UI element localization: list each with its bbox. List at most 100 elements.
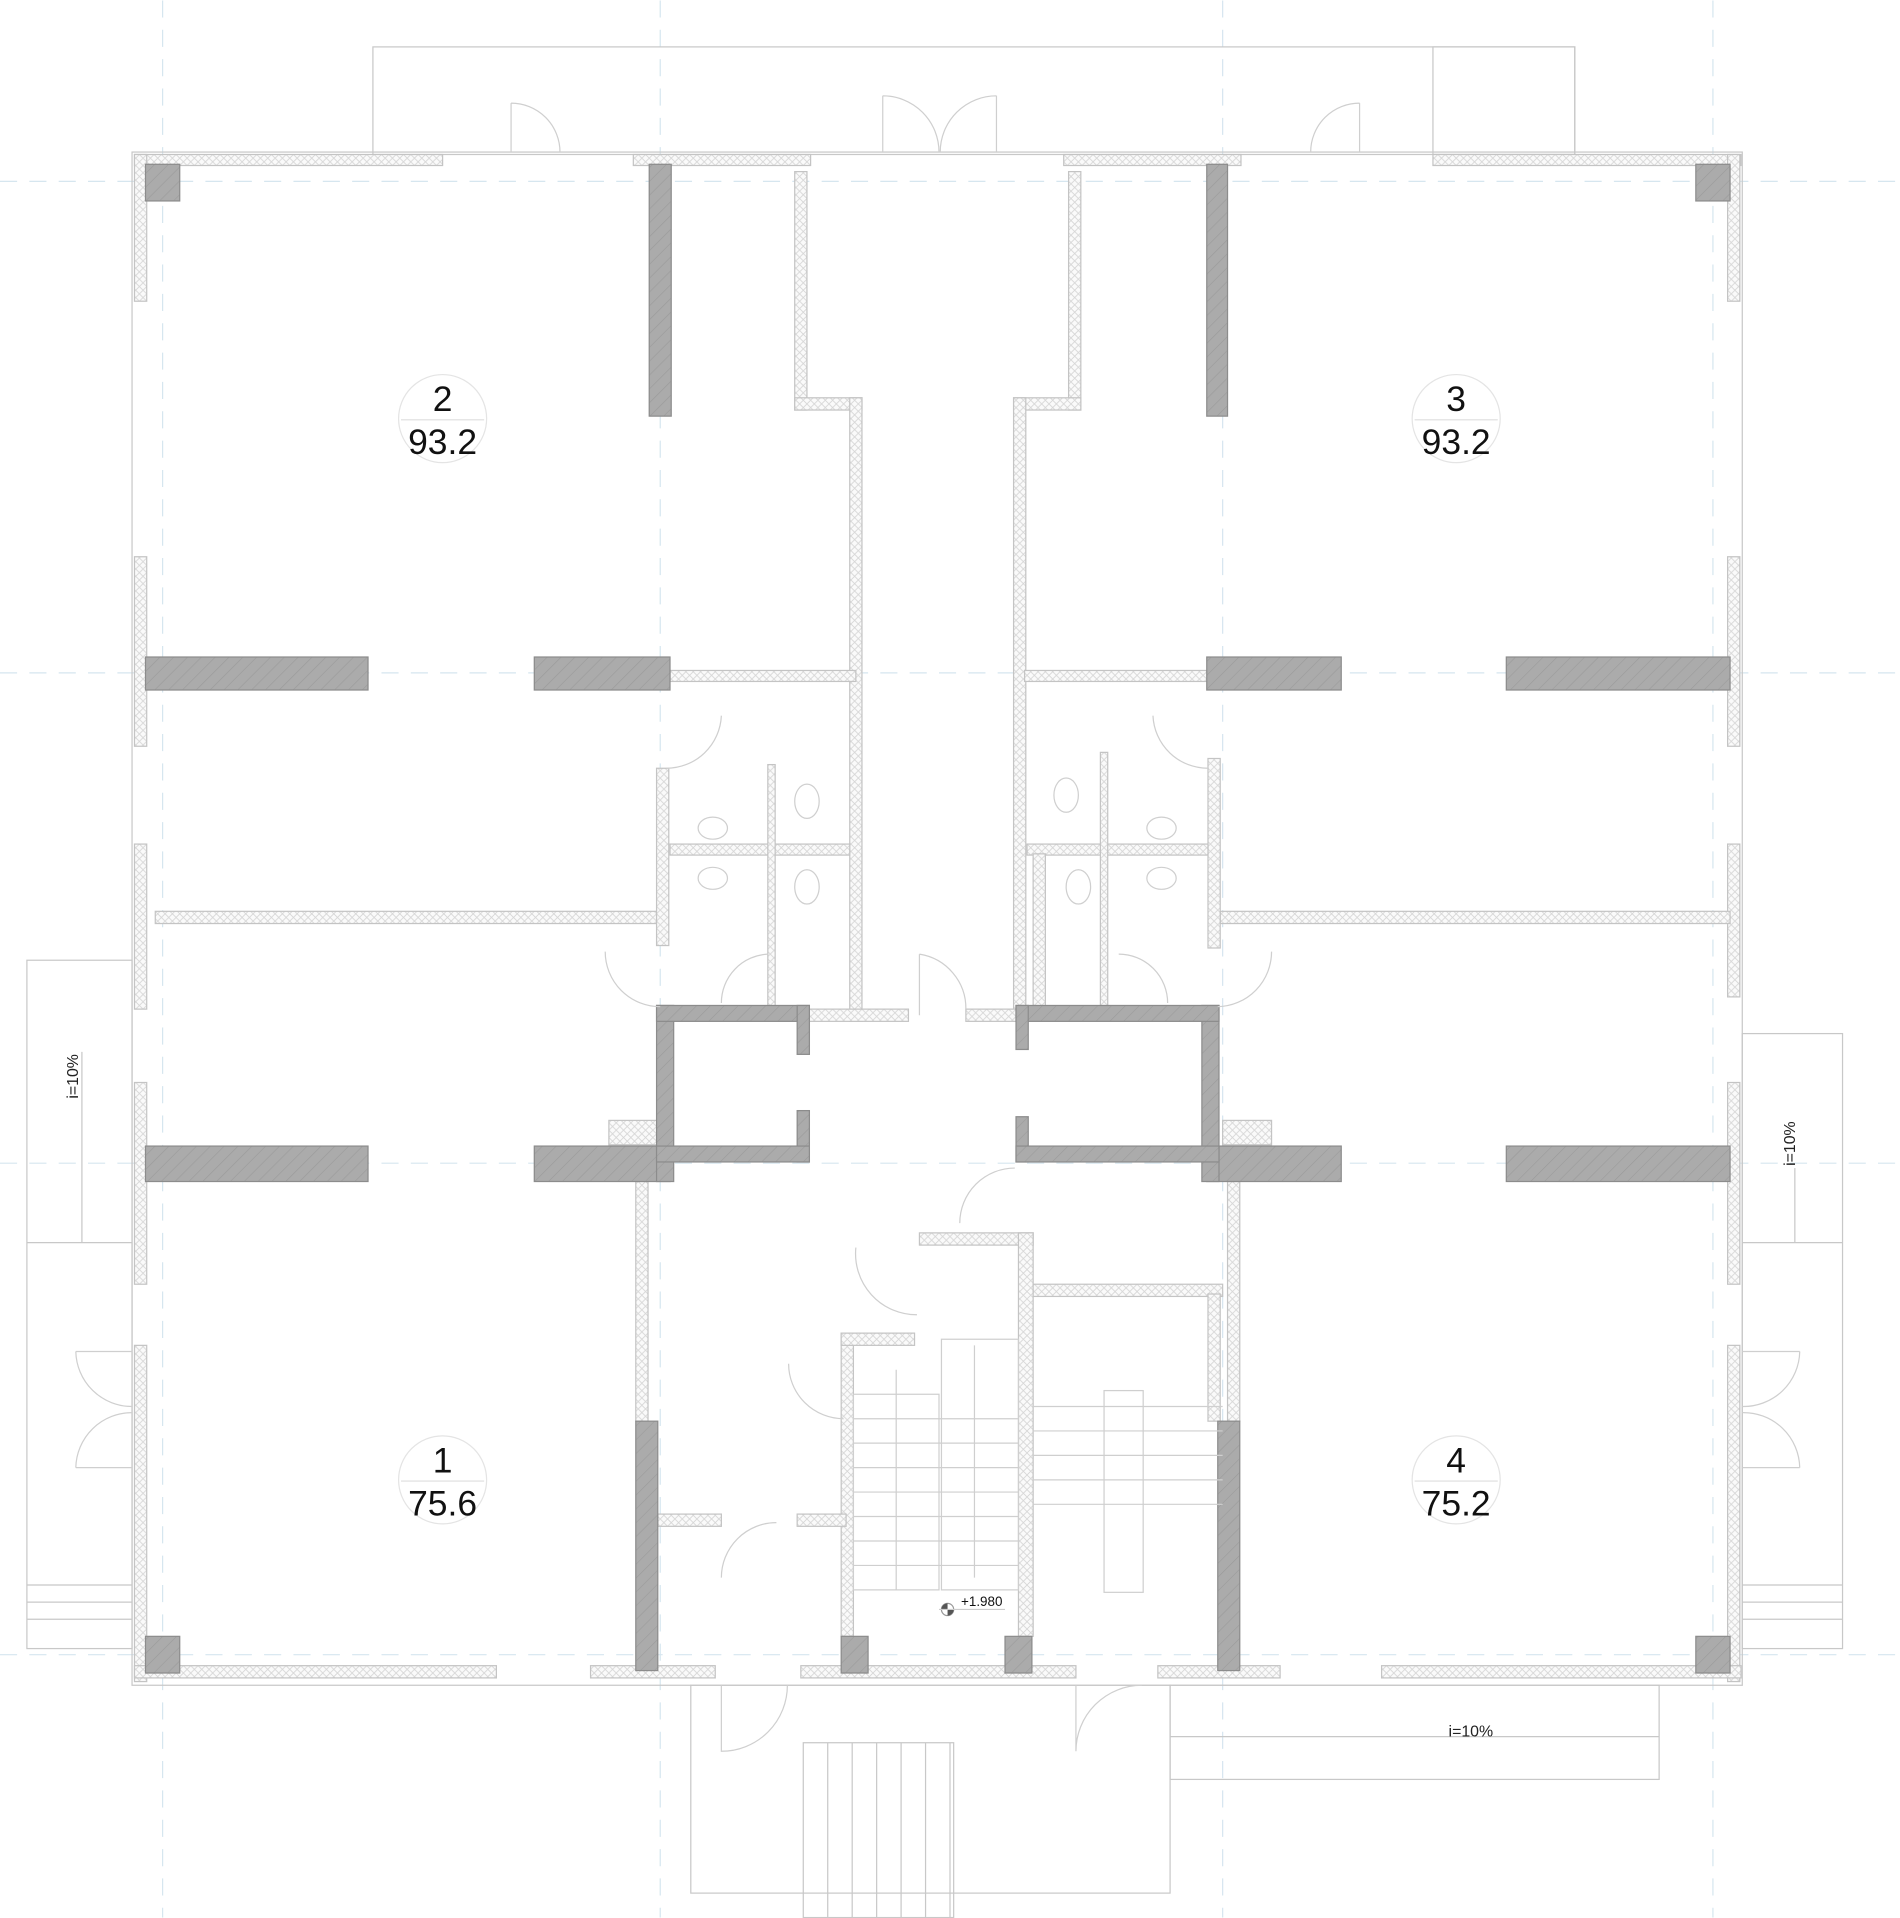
structural-wall [144, 163, 181, 202]
insulated-wall [1012, 397, 1027, 1022]
doors [75, 95, 1801, 1752]
terrace-outline [1169, 1684, 1660, 1781]
insulated-wall [1226, 1180, 1241, 1422]
structural-wall [144, 656, 369, 691]
room-number: 4 [1446, 1441, 1466, 1481]
insulated-wall [1017, 1232, 1034, 1637]
room-label-1: 1 75.6 [397, 1435, 488, 1525]
sanitary-fixture [1065, 869, 1092, 905]
insulated-wall [1063, 153, 1242, 167]
insulated-wall [1026, 843, 1209, 856]
structural-wall [533, 656, 671, 691]
room-area: 75.6 [408, 1483, 477, 1523]
room-label-4: 4 75.2 [1411, 1435, 1501, 1525]
structural-wall [655, 1145, 811, 1163]
insulated-wall [840, 1332, 855, 1637]
structural-wall [144, 1635, 181, 1674]
insulated-wall [1032, 1283, 1224, 1298]
terrace-outline [690, 1684, 1171, 1894]
insulated-wall [635, 1180, 649, 1422]
structural-wall [1695, 1635, 1731, 1674]
insulated-wall [1067, 171, 1082, 411]
sanitary-fixture [697, 866, 729, 890]
door-swing [666, 715, 722, 769]
stair-flight [1103, 1389, 1144, 1593]
room-number: 2 [433, 379, 453, 419]
door-swing [959, 1167, 1015, 1224]
insulated-wall [133, 843, 148, 1010]
insulated-wall [1207, 757, 1221, 949]
structural-wall [840, 1635, 869, 1674]
structural-wall [144, 1145, 369, 1183]
insulated-wall [1222, 1119, 1273, 1146]
door-swing [1217, 951, 1273, 1008]
door-swing [882, 95, 998, 153]
insulated-wall [133, 1081, 148, 1285]
room-area: 93.2 [408, 422, 477, 462]
structural-wall [1206, 163, 1229, 417]
staircase [852, 1338, 1223, 1593]
room-number: 1 [433, 1441, 453, 1481]
door-swing [720, 953, 768, 1004]
stair-flight [940, 1338, 1020, 1591]
insulated-wall [806, 1008, 910, 1022]
insulated-wall [669, 669, 857, 683]
insulated-wall [796, 1513, 847, 1527]
insulated-wall [632, 153, 812, 167]
terraces [26, 46, 1844, 1918]
door-swing [1075, 1684, 1142, 1752]
structural-wall [1206, 656, 1342, 691]
slope-label-bottom: i=10% [1449, 1724, 1494, 1741]
structural-wall [1004, 1635, 1033, 1674]
insulated-wall [655, 767, 670, 947]
room-area: 75.2 [1422, 1483, 1491, 1523]
structural-wall [1217, 1420, 1241, 1672]
room-label-2: 2 93.2 [397, 373, 488, 464]
structural-wall [655, 1004, 811, 1022]
room-area: 93.2 [1422, 422, 1491, 462]
room-number: 3 [1446, 379, 1466, 419]
insulated-wall [133, 153, 444, 167]
structural-wall [1015, 1004, 1220, 1022]
level-mark: +1.980 [938, 1594, 1006, 1617]
door-swing [720, 1685, 788, 1752]
insulated-wall [1726, 1344, 1741, 1683]
structural-wall [1206, 1145, 1342, 1183]
insulated-wall [1726, 1081, 1741, 1285]
insulated-wall [154, 910, 667, 925]
insulated-wall [767, 763, 776, 1010]
door-swing [854, 1247, 917, 1316]
structural-wall [635, 1420, 659, 1672]
insulated-wall [794, 171, 808, 411]
structural-wall [1015, 1004, 1029, 1051]
sanitary-fixture [1146, 816, 1177, 840]
structural-wall [1695, 163, 1731, 202]
insulated-wall [133, 153, 148, 302]
sanitary-fixture [794, 783, 820, 820]
insulated-wall [965, 1008, 1022, 1022]
door-swing [1118, 953, 1169, 1004]
insulated-wall [669, 843, 851, 856]
sanitary-fixture [1053, 777, 1079, 813]
structural-walls [144, 163, 1731, 1674]
sanitary-fixture [794, 869, 820, 905]
door-swing [1152, 715, 1208, 769]
insulated-wall [657, 1513, 722, 1527]
structural-wall [648, 163, 672, 417]
door-swing [604, 951, 661, 1008]
insulated-wall [1207, 1293, 1221, 1422]
sanitary-fixture [1146, 866, 1177, 890]
structural-wall [1505, 656, 1731, 691]
door-swing [510, 102, 561, 153]
structural-wall [1015, 1145, 1220, 1163]
insulated-wall [1032, 853, 1046, 1010]
door-swing [787, 1363, 844, 1420]
door-swing [918, 953, 967, 1016]
terrace-outline [802, 1742, 955, 1918]
partition-walls [133, 153, 1742, 1683]
door-swing [720, 1522, 777, 1578]
door-swing [75, 1350, 133, 1469]
structural-wall [1505, 1145, 1731, 1183]
